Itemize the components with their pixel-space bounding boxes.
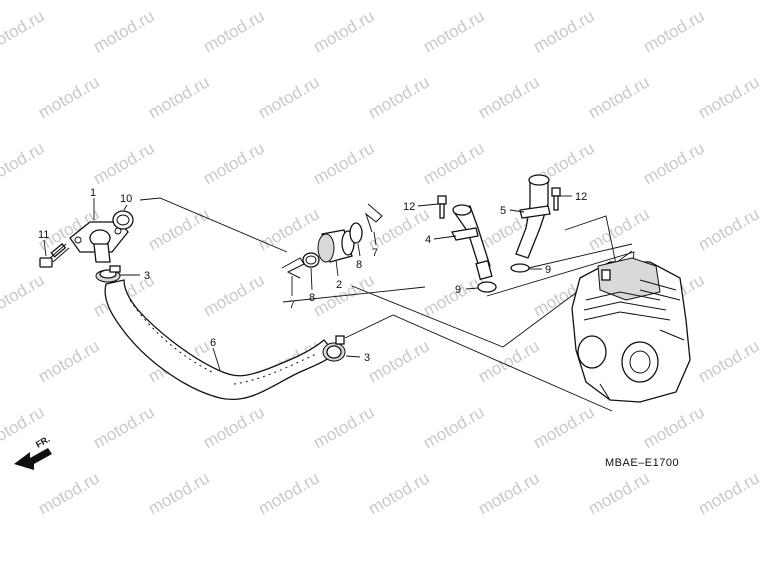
bolt-12-left [437,195,447,219]
bolt-11 [39,243,70,268]
callout-3-upper: 3 [144,270,150,282]
flange-fitting-1 [69,221,129,263]
callout-9-left: 9 [455,284,461,296]
hose-clamp-3-lower [322,335,346,362]
o-ring-9-right [510,263,530,273]
front-direction-arrow [14,448,52,470]
direction-label: FR. [34,434,52,450]
clip-7-left [281,257,305,279]
callout-7-left: 7 [289,299,295,311]
callout-12-left: 12 [403,201,415,213]
callout-11: 11 [38,229,49,241]
coolant-hose-6 [104,279,335,400]
joint-pipe-2 [317,229,355,263]
hose-clamp-3-upper [95,265,121,283]
water-pipe-4 [451,204,493,281]
water-pipe-5 [515,174,551,259]
o-ring-9-left [477,281,497,293]
callout-1: 1 [90,187,96,199]
callout-6: 6 [210,337,216,349]
callouts: 1 10 11 3 6 3 2 8 7 8 7 12 4 9 12 5 9 FR… [34,187,679,469]
clip-7-right [364,203,383,233]
callout-4: 4 [425,234,431,246]
engine-block [571,257,691,403]
bolt-12-right [551,187,561,211]
callout-10: 10 [120,193,132,205]
callout-8-left: 8 [309,292,315,304]
callout-8-right: 8 [356,259,362,271]
callout-2: 2 [336,279,342,291]
o-ring-8-left [302,252,320,268]
callout-7-right: 7 [372,247,378,259]
o-ring-10 [112,210,134,230]
diagram-code: MBAE–E1700 [605,457,679,469]
o-ring-8-right [349,222,363,244]
callout-12-right: 12 [575,191,587,203]
callout-3-lower: 3 [364,352,370,364]
callout-9-right: 9 [545,264,551,276]
callout-5: 5 [500,205,506,217]
